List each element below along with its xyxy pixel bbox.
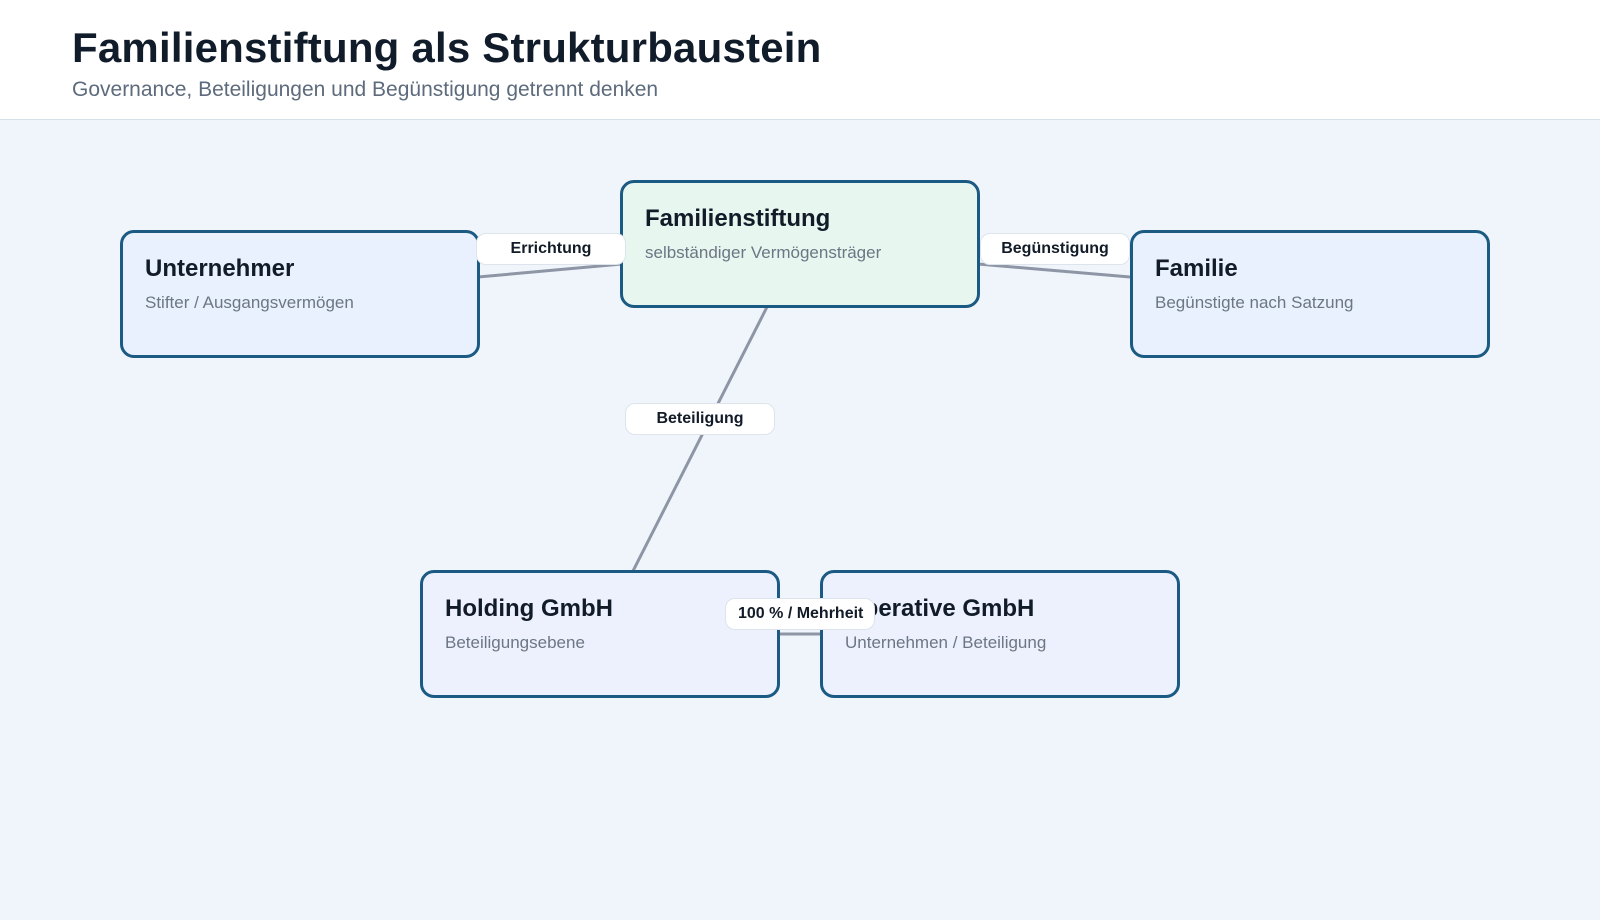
node-familie[interactable]: Familie Begünstigte nach Satzung [1130,230,1490,358]
page-title: Familienstiftung als Strukturbaustein [72,24,822,71]
node-familienstiftung-title: Familienstiftung [645,205,831,232]
page-subtitle: Governance, Beteiligungen und Begünstigu… [72,78,659,101]
edge-errichtung-line [477,262,623,279]
edge-beguenstigung-line [977,262,1131,279]
node-unternehmer[interactable]: Unternehmer Stifter / Ausgangsvermögen [120,230,480,358]
node-familienstiftung[interactable]: Familienstiftung selbständiger Vermögens… [620,180,980,308]
node-unternehmer-title: Unternehmer [145,255,295,282]
edge-label-mehrheit: 100 % / Mehrheit [725,598,875,630]
node-familienstiftung-subtitle: selbständiger Vermögensträger [645,243,882,262]
edge-label-beguenstigung: Begünstigung [980,233,1130,265]
node-operative-gmbh-subtitle: Unternehmen / Beteiligung [845,633,1047,652]
node-operative-gmbh-title: Operative GmbH [845,595,1035,622]
node-unternehmer-subtitle: Stifter / Ausgangsvermögen [145,293,354,312]
node-familie-subtitle: Begünstigte nach Satzung [1155,293,1354,312]
header: Familienstiftung als Strukturbaustein Go… [0,0,1600,120]
edge-label-errichtung: Errichtung [476,233,626,265]
edge-beteiligung-line [631,306,769,572]
node-holding-gmbh-subtitle: Beteiligungsebene [445,633,585,652]
node-holding-gmbh-title: Holding GmbH [445,595,613,622]
node-familie-title: Familie [1155,255,1238,282]
node-operative-gmbh[interactable]: Operative GmbH Unternehmen / Beteiligung [820,570,1180,698]
node-holding-gmbh[interactable]: Holding GmbH Beteiligungsebene [420,570,780,698]
edge-label-beteiligung: Beteiligung [625,403,775,435]
